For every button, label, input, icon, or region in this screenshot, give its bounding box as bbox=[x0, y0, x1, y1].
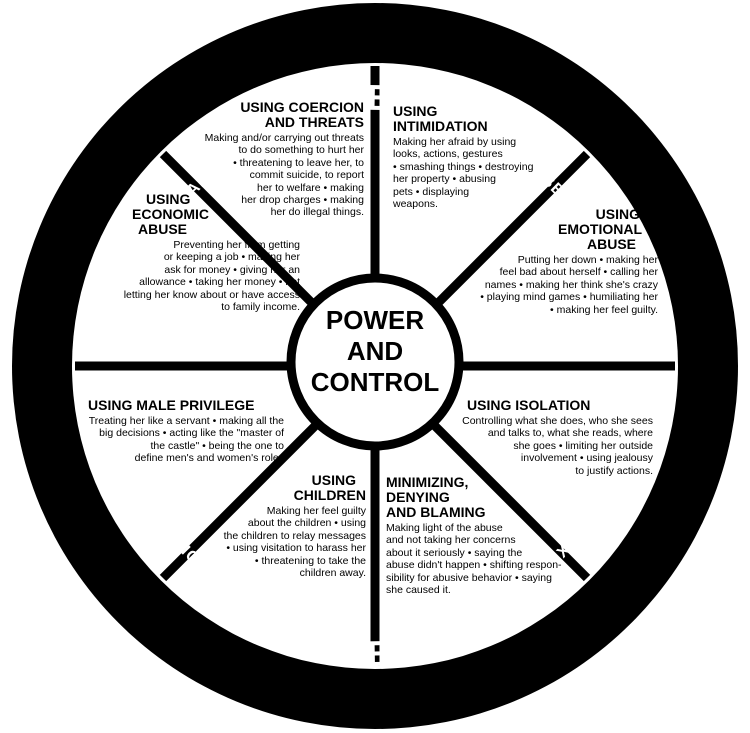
section-body-line: Making light of the abuse bbox=[386, 522, 503, 534]
section-title: INTIMIDATION bbox=[393, 118, 488, 134]
section-body-line: sibility for abusive behavior • saying bbox=[386, 571, 552, 584]
section-title: USING bbox=[311, 472, 356, 488]
section-intimidation: USING INTIMIDATION Making her afraid by … bbox=[393, 103, 568, 211]
section-body-line: about the children • using bbox=[247, 517, 366, 530]
section-title: EMOTIONAL bbox=[558, 221, 642, 237]
section-body-line: her do illegal things. bbox=[270, 206, 364, 219]
section-title: ECONOMIC bbox=[132, 206, 209, 222]
section-title: CHILDREN bbox=[293, 487, 366, 503]
section-body-line: Preventing her from getting bbox=[173, 239, 300, 251]
center-line-3: CONTROL bbox=[310, 367, 440, 397]
section-body-line: she goes • limiting her outside bbox=[513, 439, 653, 452]
section-body-line: commit suicide, to report bbox=[249, 169, 364, 182]
hub bbox=[286, 273, 464, 451]
section-emotional: USING EMOTIONAL ABUSE Putting her down •… bbox=[448, 207, 658, 316]
section-body-line: names • making her think she's crazy bbox=[484, 278, 658, 291]
section-minimizing: MINIMIZING, DENYING AND BLAMING Making l… bbox=[386, 474, 566, 597]
section-body-line: feel bad about herself • calling her bbox=[499, 266, 658, 279]
section-body-line: letting her know about or have access bbox=[123, 288, 300, 301]
section-body-line: abuse didn't happen • shifting respon- bbox=[386, 559, 562, 572]
section-body-line: about it seriously • saying the bbox=[386, 546, 523, 559]
section-body-line: define men's and women's roles bbox=[134, 452, 284, 465]
section-title: ABUSE bbox=[586, 236, 636, 252]
section-body-line: her drop charges • making bbox=[241, 194, 364, 207]
section-body-line: Making her afraid by using bbox=[393, 136, 517, 148]
section-title: ABUSE bbox=[138, 221, 188, 237]
center-line-1: POWER bbox=[325, 305, 425, 335]
section-body-line: involvement • using jealousy bbox=[520, 452, 653, 465]
section-body-line: children away. bbox=[299, 567, 366, 580]
section-title: DENYING bbox=[386, 489, 450, 505]
section-body-line: • using visitation to harass her bbox=[226, 542, 366, 555]
section-body-line: Treating her like a servant • making all… bbox=[88, 415, 284, 427]
section-male-privilege: USING MALE PRIVILEGE Treating her like a… bbox=[88, 398, 284, 465]
section-body-line: to justify actions. bbox=[575, 464, 653, 477]
section-body-line: or keeping a job • making her bbox=[163, 251, 300, 264]
section-body-line: Making and/or carrying out threats bbox=[204, 132, 364, 144]
section-body-line: she caused it. bbox=[386, 584, 451, 597]
section-body-line: • making her feel guilty. bbox=[550, 303, 658, 316]
section-body-line: and talks to, what she reads, where bbox=[487, 427, 653, 440]
section-coercion: USING COERCION AND THREATS Making and/or… bbox=[188, 100, 364, 219]
section-body-line: • smashing things • destroying bbox=[393, 160, 534, 173]
section-body-line: and not taking her concerns bbox=[386, 534, 516, 547]
section-body-line: looks, actions, gestures bbox=[393, 148, 503, 161]
section-title: AND BLAMING bbox=[386, 504, 486, 520]
section-body-line: Making her feel guilty bbox=[266, 505, 366, 517]
section-body-line: Putting her down • making her bbox=[517, 254, 658, 266]
center-line-2: AND bbox=[346, 336, 404, 366]
section-title: AND THREATS bbox=[264, 114, 364, 130]
section-title: USING bbox=[393, 103, 438, 119]
section-body-line: to do something to hurt her bbox=[238, 144, 365, 157]
section-body: Treating her like a servant • making all… bbox=[88, 415, 284, 465]
section-body-line: her property • abusing bbox=[393, 173, 496, 186]
section-body-line: • playing mind games • humiliating her bbox=[480, 291, 658, 304]
section-economic: USING ECONOMIC ABUSE Preventing her from… bbox=[90, 191, 310, 314]
section-body-line: • threatening to take the bbox=[254, 554, 366, 567]
section-body-line: ask for money • giving her an bbox=[164, 263, 300, 276]
section-body-line: the children to relay messages bbox=[223, 529, 366, 542]
section-body-line: her to welfare • making bbox=[257, 181, 364, 194]
center-title: POWER AND CONTROL bbox=[310, 305, 440, 398]
section-isolation: USING ISOLATION Controlling what she doe… bbox=[455, 398, 663, 477]
section-title: MINIMIZING, bbox=[386, 474, 469, 490]
section-body-line: to family income. bbox=[221, 301, 300, 314]
section-title: USING COERCION bbox=[240, 99, 364, 115]
section-body-line: Controlling what she does, who she sees bbox=[462, 415, 653, 427]
section-body-line: weapons. bbox=[393, 198, 438, 211]
section-title: USING bbox=[595, 206, 640, 222]
section-title: USING ISOLATION bbox=[467, 397, 591, 413]
spokes bbox=[75, 66, 675, 666]
section-body-line: • threatening to leave her, to bbox=[233, 156, 364, 169]
section-body-line: the castle" • being the one to bbox=[150, 439, 285, 452]
section-title: USING bbox=[146, 191, 191, 207]
section-body-line: big decisions • acting like the "master … bbox=[99, 427, 284, 440]
section-title: USING MALE PRIVILEGE bbox=[88, 397, 255, 413]
section-body-line: allowance • taking her money • not bbox=[139, 276, 300, 289]
section-body-line: pets • displaying bbox=[393, 185, 470, 198]
